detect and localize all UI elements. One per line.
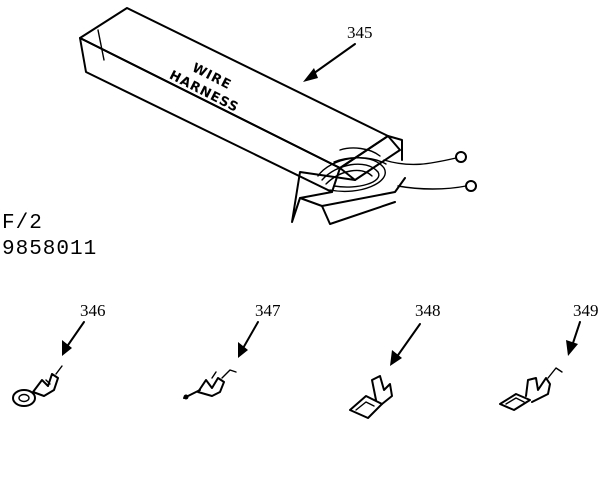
terminal-348-spade [349, 375, 393, 419]
callout-348-leader [395, 323, 421, 359]
callout-349-arrowhead [566, 340, 578, 356]
callout-348-label: 348 [415, 301, 441, 320]
part-code-line2: 9858011 [2, 238, 97, 261]
callout-347-label: 347 [255, 301, 281, 320]
terminal-347-pin [183, 369, 237, 400]
callout-349-leader [571, 321, 581, 347]
callout-347-arrowhead [238, 342, 248, 358]
harness-coil [317, 147, 387, 193]
callout-345-leader [309, 43, 356, 77]
callout-346-arrowhead [62, 340, 72, 356]
callout-345-label: 345 [347, 23, 373, 42]
callout-347-leader [241, 321, 259, 351]
wire-harness-box: WIRE HARNESS [79, 7, 477, 225]
callout-346-leader [65, 321, 85, 349]
callout-346-label: 346 [80, 301, 106, 320]
callout-345-arrowhead [303, 68, 318, 82]
callout-349-label: 349 [573, 301, 599, 320]
part-code-line1: F/2 [2, 212, 43, 235]
terminal-349-quick-connect [499, 367, 563, 411]
callout-348-arrowhead [390, 350, 402, 366]
terminal-346-ring [12, 365, 63, 407]
